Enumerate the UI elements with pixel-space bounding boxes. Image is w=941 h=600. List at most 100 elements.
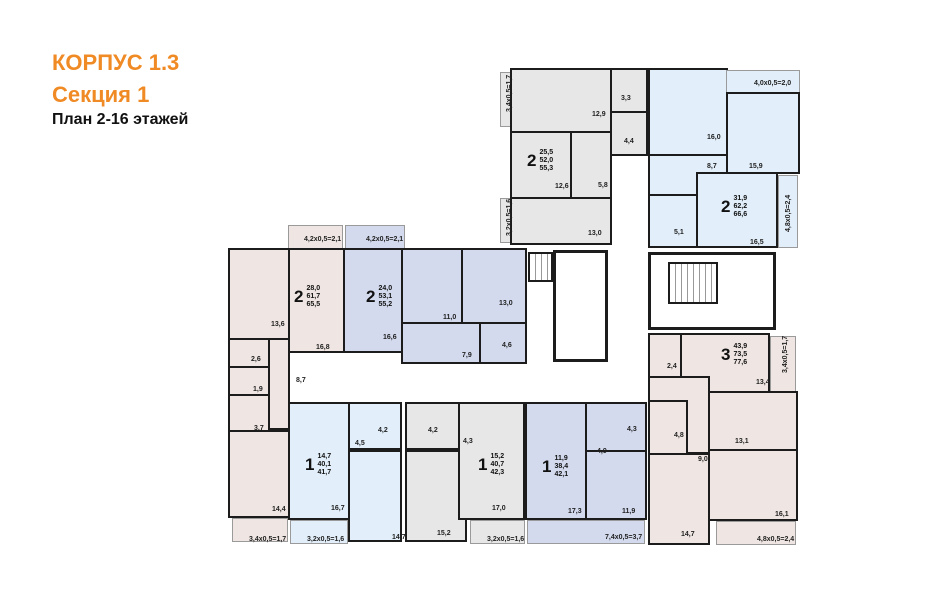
balcony-area: 4,2x0,5=2,1 [304, 236, 342, 243]
room-area: 14,7 [681, 531, 695, 538]
balcony-area: 4,0x0,5=2,0 [754, 80, 792, 87]
room-area: 3,7 [254, 425, 264, 432]
room [585, 450, 647, 520]
balcony-area: 3,2x0,5=1,6 [307, 536, 345, 543]
room-area: 16,6 [383, 334, 397, 341]
room [726, 92, 800, 174]
room [343, 248, 403, 353]
room-area: 12,6 [555, 183, 569, 190]
room-area: 12,9 [592, 111, 606, 118]
total-area: 40,7 [490, 461, 505, 468]
rooms-count: 2 [294, 287, 304, 306]
room [510, 68, 612, 133]
balcony-area: 3,2x0,5=1,6 [506, 198, 513, 236]
balcony [232, 518, 288, 542]
room-area: 16,7 [331, 505, 345, 512]
room-area: 5,1 [674, 229, 684, 236]
total-area-with-balcony: 65,5 [306, 301, 321, 308]
room [405, 450, 467, 542]
room-area: 8,7 [707, 163, 717, 170]
room-area: 3,3 [621, 95, 631, 102]
room-area: 11,9 [622, 508, 636, 515]
building-title: КОРПУС 1.3 [52, 50, 180, 75]
stairs [528, 252, 553, 282]
total-area: 53,1 [378, 293, 393, 300]
total-area: 40,1 [317, 461, 332, 468]
room [405, 402, 460, 450]
room [648, 400, 688, 455]
total-area-with-balcony: 77,6 [733, 359, 748, 366]
rooms-count: 2 [527, 151, 537, 170]
rooms-count: 1 [478, 455, 488, 474]
room-area: 14,4 [272, 506, 286, 513]
room-area: 4,3 [463, 438, 473, 445]
rooms-count: 2 [721, 197, 731, 216]
room-area: 5,8 [598, 182, 608, 189]
room-area: 4,3 [627, 426, 637, 433]
room-area: 17,0 [492, 505, 506, 512]
rooms-count: 1 [305, 455, 315, 474]
room [696, 172, 778, 248]
room-area: 13,4 [756, 379, 770, 386]
room-area: 13,0 [499, 300, 513, 307]
balcony-area: 3,4x0,5=1,7 [782, 335, 789, 373]
room [610, 111, 648, 156]
room [585, 402, 647, 452]
total-area-with-balcony: 41,7 [317, 469, 332, 476]
living-area: 28,0 [306, 285, 321, 292]
room [228, 366, 270, 396]
total-area-with-balcony: 55,3 [539, 165, 554, 172]
balcony-area: 4,8x0,5=2,4 [785, 194, 792, 232]
living-area: 11,9 [554, 455, 568, 462]
living-area: 43,9 [733, 343, 748, 350]
room [288, 402, 350, 520]
room-area: 4,8 [674, 432, 684, 439]
balcony-area: 7,4x0,5=3,7 [605, 534, 643, 541]
room [348, 450, 402, 542]
balcony-area: 3,4x0,5=1,7 [249, 536, 287, 543]
elevator-core [553, 250, 608, 362]
room-area: 16,0 [707, 134, 721, 141]
room [401, 248, 463, 324]
room-area: 2,4 [667, 363, 677, 370]
total-area-with-balcony: 42,1 [554, 471, 569, 478]
room [708, 391, 798, 451]
total-area: 73,5 [733, 351, 748, 358]
room [479, 322, 527, 364]
room-area: 4,6 [502, 342, 512, 349]
room-area: 11,0 [443, 314, 457, 321]
plan-subtitle: План 2-16 этажей [52, 111, 189, 128]
room [228, 248, 290, 340]
room-area: 2,6 [251, 356, 261, 363]
total-area: 38,4 [554, 463, 569, 470]
room-area: 16,8 [316, 344, 330, 351]
living-area: 31,9 [733, 195, 748, 202]
total-area: 61,7 [306, 293, 321, 300]
room-area: 13,6 [271, 321, 285, 328]
room [401, 322, 481, 364]
total-area: 52,0 [539, 157, 554, 164]
living-area: 25,5 [539, 149, 554, 156]
total-area: 62,2 [733, 203, 748, 210]
total-area-with-balcony: 42,3 [490, 469, 505, 476]
room-area: 15,9 [749, 163, 763, 170]
room-area: 4,9 [597, 448, 607, 455]
rooms-count: 3 [721, 345, 731, 364]
living-area: 14,7 [317, 453, 332, 460]
room-area: 17,3 [568, 508, 582, 515]
room-area: 13,1 [735, 438, 749, 445]
room [708, 449, 798, 521]
room [570, 131, 612, 199]
balcony [527, 520, 645, 544]
room-area: 13,0 [588, 230, 602, 237]
room-area: 9,0 [698, 456, 708, 463]
room [648, 333, 682, 378]
total-area-with-balcony: 66,6 [733, 211, 748, 218]
room [461, 248, 527, 324]
living-area: 15,2 [490, 453, 505, 460]
balcony-area: 4,2x0,5=2,1 [366, 236, 404, 243]
